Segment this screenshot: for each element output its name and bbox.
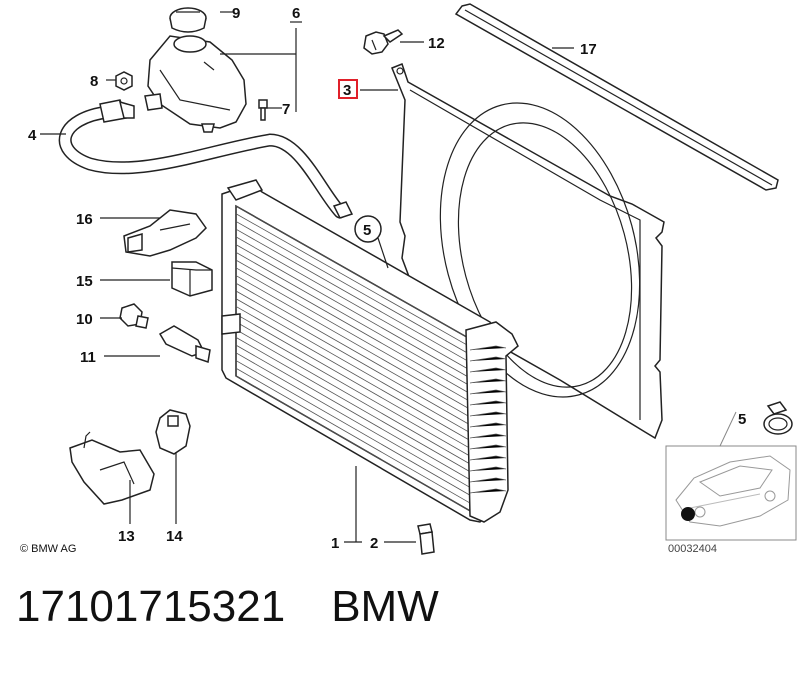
callout-15[interactable]: 15 bbox=[76, 273, 93, 290]
screw-7 bbox=[258, 99, 268, 121]
rubber-buffer-14 bbox=[155, 409, 191, 455]
seal-strip bbox=[454, 3, 779, 191]
radiator-cap bbox=[169, 7, 207, 33]
radiator-fin bbox=[235, 352, 473, 489]
radiator-fin bbox=[235, 236, 473, 372]
radiator-fin bbox=[235, 298, 473, 435]
callout-2[interactable]: 2 bbox=[370, 535, 378, 552]
radiator-fin bbox=[235, 344, 473, 482]
callout-3-highlight[interactable] bbox=[338, 79, 358, 99]
tank-rib bbox=[469, 455, 507, 461]
bracket-16 bbox=[123, 209, 207, 257]
diagram-reference: 00032404 bbox=[668, 543, 717, 555]
hose-clamp bbox=[763, 401, 793, 435]
radiator-fin bbox=[235, 228, 473, 364]
tank-rib bbox=[469, 400, 507, 406]
radiator-fins bbox=[235, 205, 473, 513]
radiator-fin bbox=[235, 367, 473, 505]
radiator-fin bbox=[235, 213, 473, 349]
car-outline bbox=[675, 455, 791, 527]
radiator-fin bbox=[235, 244, 473, 380]
radiator-fin bbox=[235, 313, 473, 450]
rubber-mount-15 bbox=[171, 261, 213, 297]
brand-name: BMW bbox=[331, 582, 439, 631]
part-number[interactable]: 17101715321 bbox=[16, 582, 286, 631]
callout-9[interactable]: 9 bbox=[232, 5, 240, 22]
inset-callout-5[interactable]: 5 bbox=[738, 411, 746, 428]
radiator-fin bbox=[235, 290, 473, 427]
callout-3[interactable]: 3 bbox=[343, 82, 351, 99]
bolt-2 bbox=[417, 523, 435, 555]
plug-10 bbox=[119, 303, 149, 329]
expanding-rivet bbox=[363, 29, 404, 55]
tank-rib bbox=[469, 411, 507, 417]
inset-vehicle-locator: 5 00032404 bbox=[665, 401, 797, 555]
radiator bbox=[221, 179, 519, 523]
tank-rib bbox=[469, 367, 507, 373]
radiator-fin bbox=[235, 360, 473, 497]
callout-12[interactable]: 12 bbox=[428, 35, 445, 52]
callout-10[interactable]: 10 bbox=[76, 311, 93, 328]
tank-rib bbox=[469, 345, 507, 351]
callout-4[interactable]: 4 bbox=[28, 127, 37, 144]
copyright: © BMW AG bbox=[20, 543, 76, 555]
callout-8[interactable]: 8 bbox=[90, 73, 98, 90]
tank-rib bbox=[469, 389, 507, 395]
leader-lines bbox=[40, 11, 574, 543]
callout-16[interactable]: 16 bbox=[76, 211, 93, 228]
fan-shroud bbox=[391, 63, 665, 440]
tank-rib bbox=[469, 378, 507, 384]
bracket-13 bbox=[69, 431, 155, 505]
radiator-tank-ribs bbox=[469, 345, 507, 494]
callout-5[interactable]: 5 bbox=[363, 222, 371, 239]
radiator-fin bbox=[235, 329, 473, 466]
callout-7[interactable]: 7 bbox=[282, 101, 290, 118]
tank-rib bbox=[469, 422, 507, 428]
radiator-fin bbox=[235, 337, 473, 474]
nut-8 bbox=[115, 71, 133, 91]
radiator-fin bbox=[235, 306, 473, 442]
callout-1[interactable]: 1 bbox=[331, 535, 339, 552]
radiator-fin bbox=[235, 252, 473, 388]
radiator-fin bbox=[235, 375, 473, 513]
radiator-fin bbox=[235, 267, 473, 403]
radiator-fin bbox=[235, 221, 473, 356]
location-marker bbox=[681, 507, 695, 521]
tank-rib bbox=[469, 488, 507, 494]
radiator-fin bbox=[235, 275, 473, 411]
expansion-tank bbox=[144, 35, 247, 133]
part-number-line: 17101715321 BMW bbox=[16, 582, 439, 632]
callout-14[interactable]: 14 bbox=[166, 528, 183, 545]
radiator-fin bbox=[235, 259, 473, 396]
tank-rib bbox=[469, 444, 507, 450]
temperature-switch-11 bbox=[158, 325, 211, 363]
callout-13[interactable]: 13 bbox=[118, 528, 135, 545]
callout-17[interactable]: 17 bbox=[580, 41, 597, 58]
tank-rib bbox=[469, 356, 507, 362]
tank-rib bbox=[469, 466, 507, 472]
callout-6[interactable]: 6 bbox=[292, 5, 300, 22]
tank-rib bbox=[469, 477, 507, 483]
callout-11[interactable]: 11 bbox=[80, 349, 96, 366]
radiator-fin bbox=[235, 282, 473, 419]
coolant-hose bbox=[58, 99, 354, 219]
radiator-fin bbox=[235, 321, 473, 458]
callout-5-circle bbox=[354, 215, 382, 243]
radiator-fin bbox=[235, 205, 473, 341]
tank-rib bbox=[469, 433, 507, 439]
